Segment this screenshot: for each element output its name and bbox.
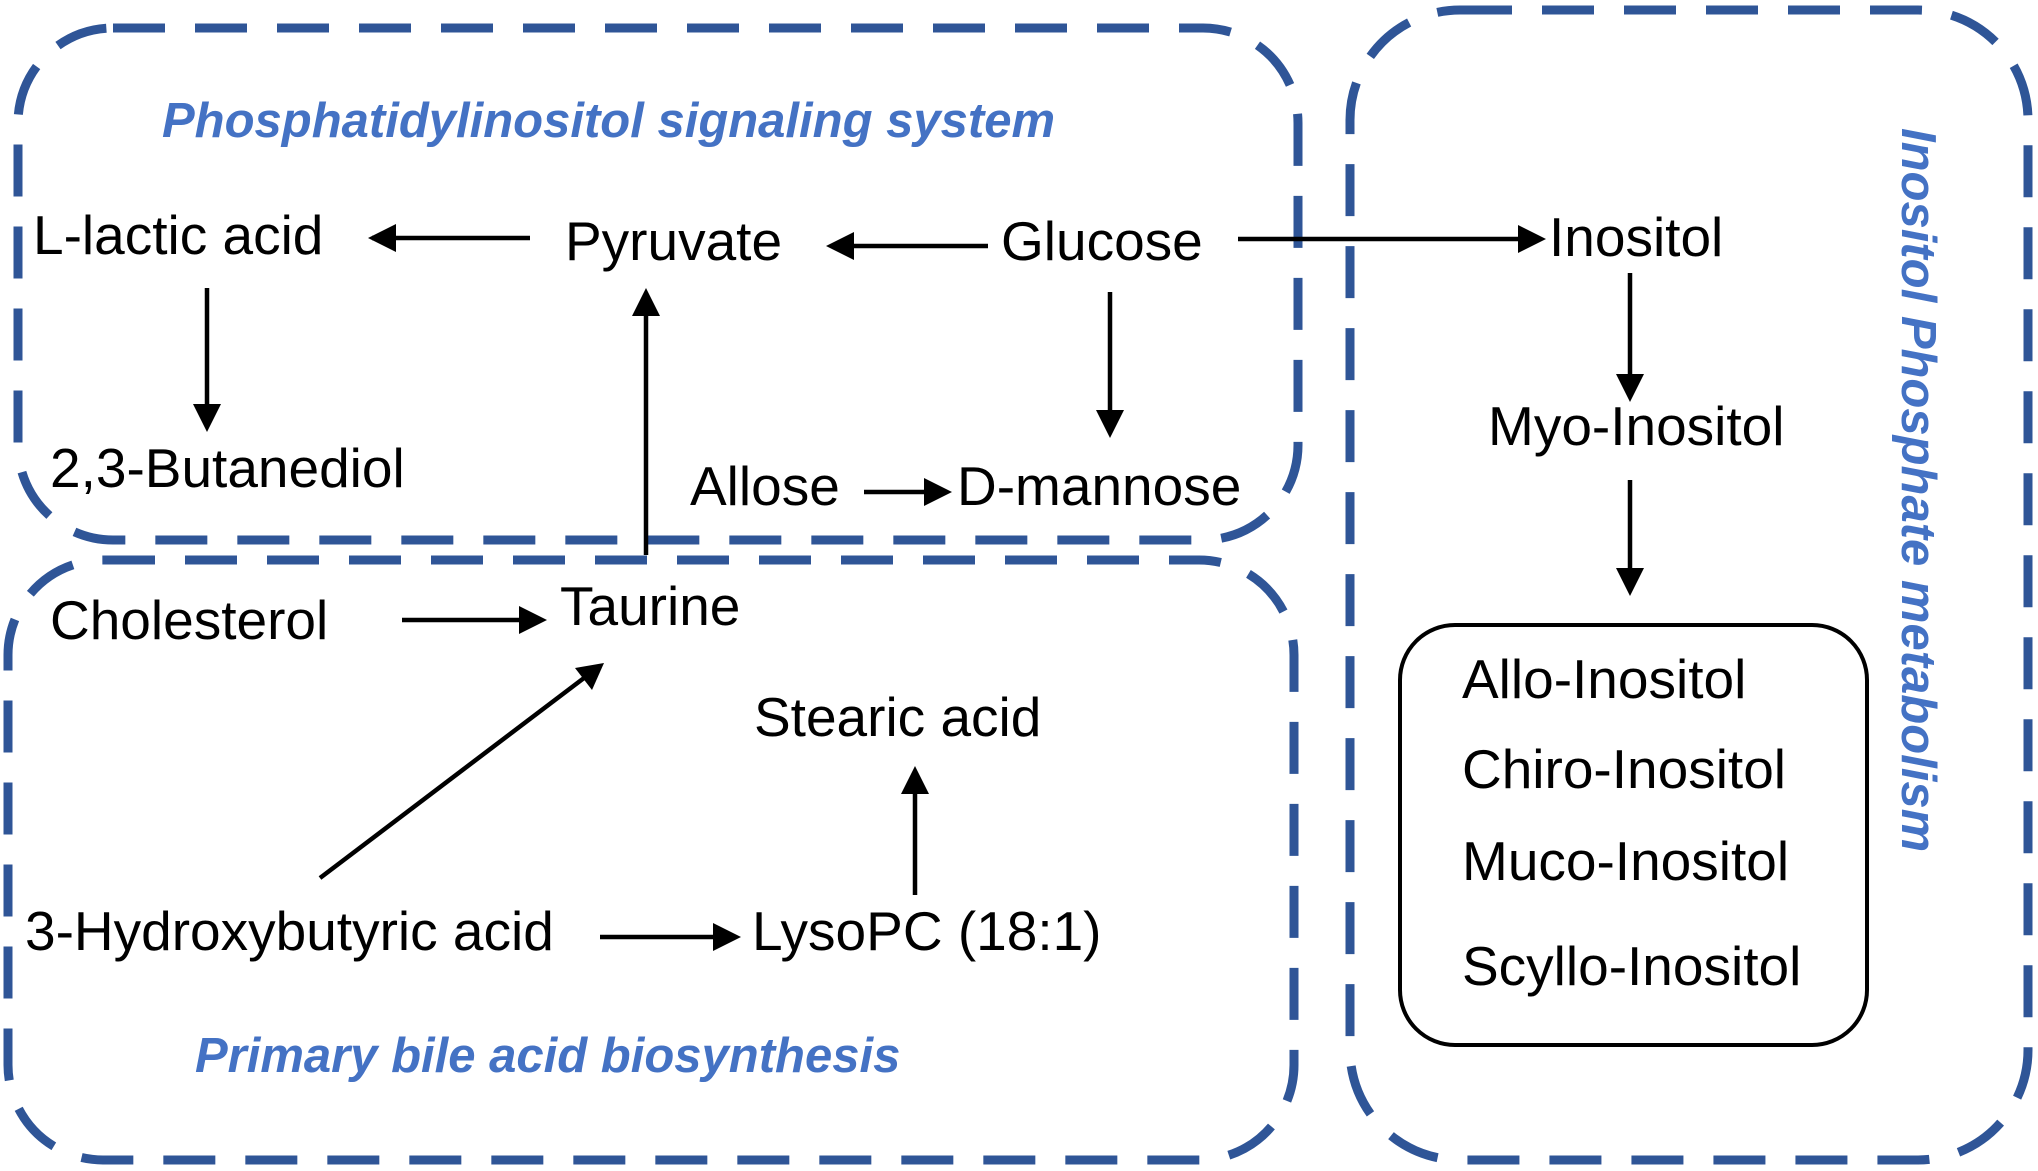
node-inositol: Inositol <box>1549 206 1723 268</box>
node-taurine: Taurine <box>560 575 740 637</box>
node-glucose: Glucose <box>1001 210 1203 272</box>
node-chiro-inositol: Chiro-Inositol <box>1462 738 1786 800</box>
node-lysopc: LysoPC (18:1) <box>752 900 1102 962</box>
arrowhead-butanediol <box>193 404 221 432</box>
node-scyllo-inositol: Scyllo-Inositol <box>1462 935 1801 997</box>
node-allo-inositol: Allo-Inositol <box>1462 648 1746 710</box>
region-label-bile-acid: Primary bile acid biosynthesis <box>195 1029 900 1083</box>
arrowhead-l-lactic-acid <box>368 224 396 252</box>
arrowhead-taurine-diagonal <box>575 663 604 690</box>
arrow-hydroxybutyric-to-taurine <box>318 676 586 880</box>
arrowhead-myo-inositol <box>1616 374 1644 402</box>
arrowhead-lysopc <box>713 923 741 951</box>
region-label-inositol-phosphate: Inositol Phosphate metabolism <box>1891 128 1945 852</box>
node-butanediol: 2,3-Butanediol <box>50 437 405 499</box>
node-stearic-acid: Stearic acid <box>754 686 1041 748</box>
arrowhead-stearic-acid <box>901 766 929 794</box>
node-myo-inositol: Myo-Inositol <box>1488 395 1784 457</box>
arrowhead-d-mannose-right <box>924 478 952 506</box>
node-d-mannose: D-mannose <box>957 455 1241 517</box>
region-label-pi-signaling: Phosphatidylinositol signaling system <box>162 94 1055 148</box>
pathway-arrows <box>193 224 1644 951</box>
arrowhead-taurine-right <box>519 606 547 634</box>
arrowhead-pyruvate-left <box>826 232 854 260</box>
arrowhead-d-mannose-down <box>1096 410 1124 438</box>
inositol-isomers-box <box>1398 623 1869 1047</box>
arrowhead-pyruvate-up <box>632 288 660 316</box>
region-pi-signaling-box <box>13 23 1303 545</box>
node-l-lactic-acid: L-lactic acid <box>33 204 323 266</box>
arrowhead-isomers <box>1616 568 1644 596</box>
node-pyruvate: Pyruvate <box>565 210 782 272</box>
node-allose: Allose <box>690 455 840 517</box>
node-cholesterol: Cholesterol <box>50 589 328 651</box>
arrowhead-inositol <box>1518 225 1546 253</box>
node-hydroxybutyric-acid: 3-Hydroxybutyric acid <box>25 900 554 962</box>
node-muco-inositol: Muco-Inositol <box>1462 830 1789 892</box>
region-inositol-phosphate-box <box>1345 5 2033 1165</box>
